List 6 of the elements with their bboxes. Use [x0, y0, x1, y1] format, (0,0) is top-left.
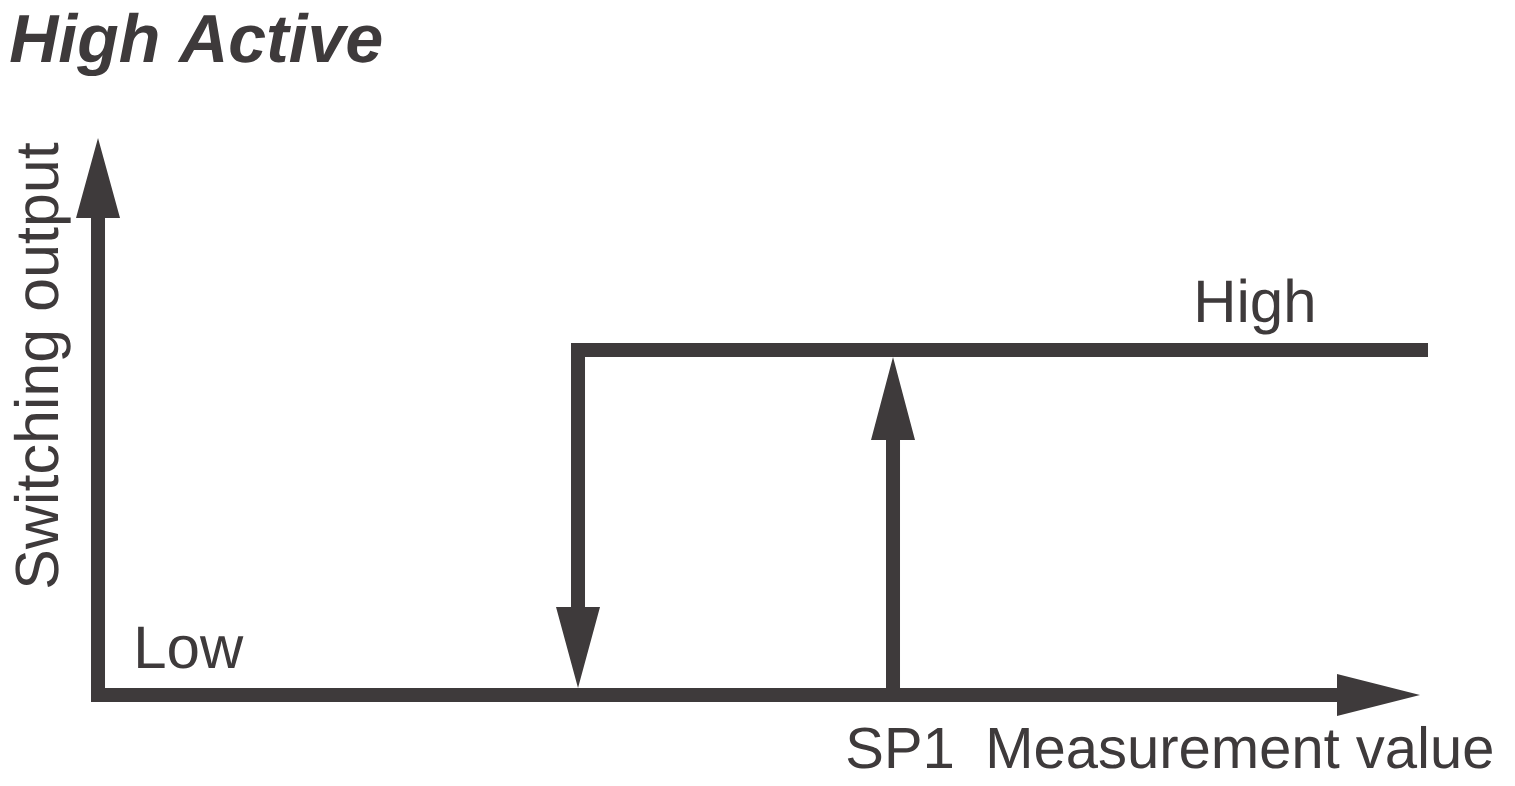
setpoint-label: SP1: [847, 727, 952, 769]
state-label: High: [1198, 278, 1313, 335]
axis-title: Measurement value: [989, 725, 1492, 769]
axis-title: Switching output: [13, 142, 71, 587]
state-label: Low: [138, 626, 244, 669]
title: High Active: [10, 12, 382, 77]
